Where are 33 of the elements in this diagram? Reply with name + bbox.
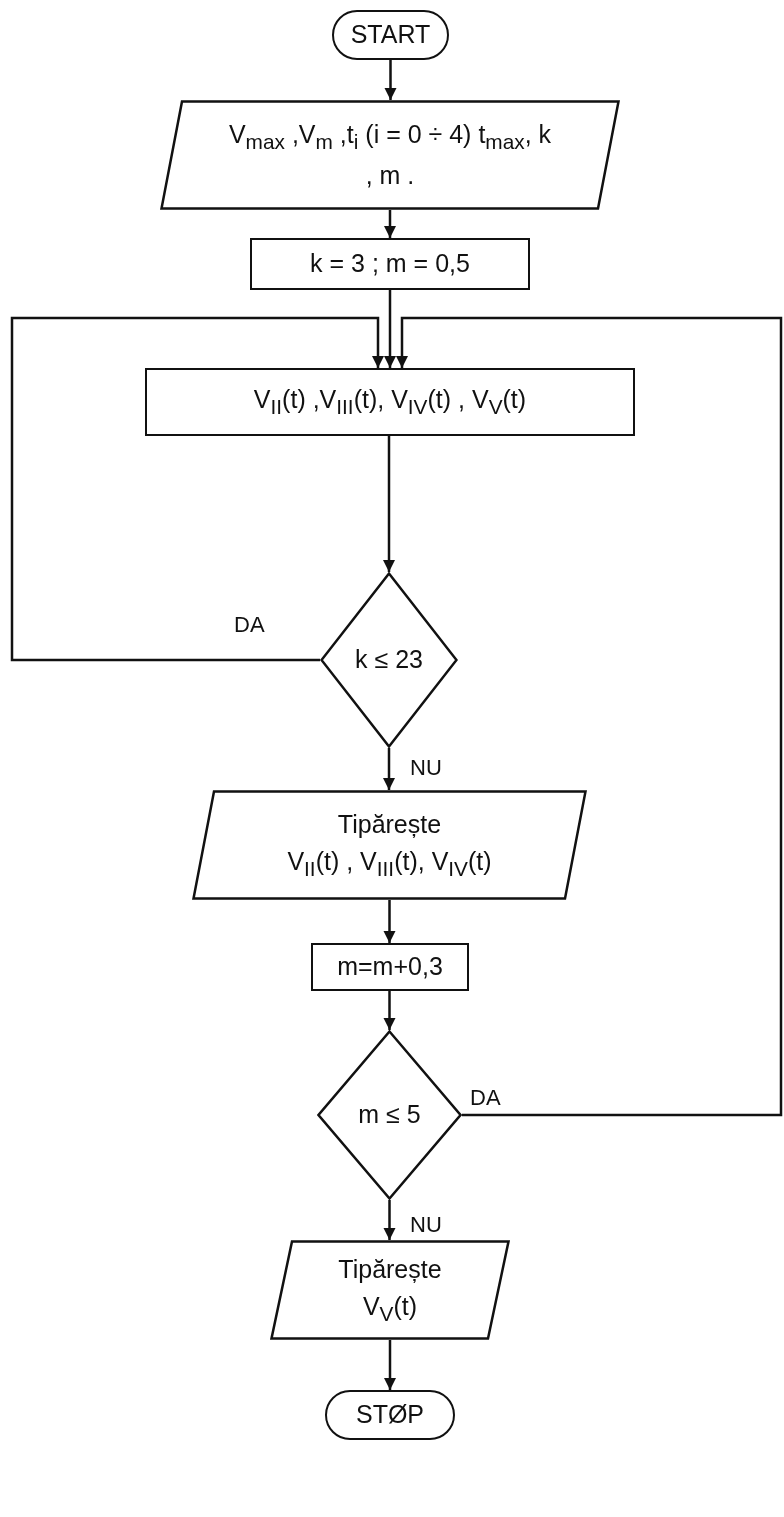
arrow (383, 991, 396, 1030)
input-output-parallelogram (160, 100, 620, 210)
decision-diamond (317, 1030, 462, 1200)
node-text: V$_{II}$(t) ,V$_{III}$(t), V$_{IV}$(t) , V$_{V}$(t) (253, 384, 527, 421)
arrow (395, 316, 783, 1117)
terminal-shape (325, 1390, 455, 1440)
process-box (250, 238, 530, 290)
input-output-parallelogram (192, 790, 587, 900)
input-output-parallelogram (270, 1240, 510, 1340)
node-text: m=m+0,3 (337, 951, 443, 983)
node-text: V$_{max}$ ,V$_{m}$ ,t$_{i}$ (i = 0 ÷ 4) t$_{max}$, k , m . (227, 118, 553, 191)
node-text: k = 3 ; m = 0,5 (310, 248, 470, 280)
arrow (382, 436, 396, 572)
process-box (145, 368, 635, 436)
arrow (383, 900, 396, 943)
terminal-shape (332, 10, 449, 60)
node-text: STØP (355, 1399, 425, 1431)
node-text: V$_{V}$(t) (362, 1291, 418, 1328)
arrow (383, 1340, 397, 1390)
node-text: V$_{II}$(t) , V$_{III}$(t), V$_{IV}$(t) (287, 846, 492, 883)
arrow (384, 60, 397, 100)
arrow (383, 210, 397, 238)
decision-diamond (320, 572, 458, 748)
process-box (311, 943, 469, 991)
arrow (383, 290, 397, 368)
arrow (383, 1200, 396, 1240)
node-text: k ≤ 23 (355, 644, 423, 676)
arrow (382, 748, 396, 790)
node-text: m ≤ 5 (358, 1099, 421, 1131)
arrow (10, 316, 385, 662)
heading-text: Tipărește (338, 1253, 442, 1285)
node-text: START (350, 19, 431, 51)
heading-text: Tipărește (337, 808, 442, 840)
